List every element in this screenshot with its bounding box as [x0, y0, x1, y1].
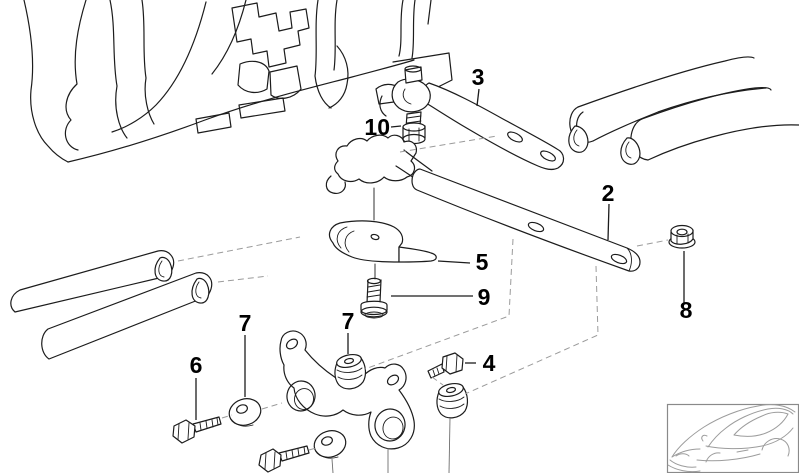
callout-7-left[interactable]: 7: [239, 310, 252, 336]
support-plate: [279, 330, 415, 450]
callout-9[interactable]: 9: [478, 284, 491, 310]
callout-leaders: [195, 88, 685, 420]
callout-10[interactable]: 10: [364, 114, 390, 140]
clamp-upper: [325, 134, 433, 194]
callout-8[interactable]: 8: [680, 297, 693, 323]
callout-4[interactable]: 4: [483, 350, 496, 376]
callout-2[interactable]: 2: [602, 180, 615, 206]
nut-part-8: [668, 224, 696, 249]
car-inset: [666, 403, 799, 473]
bar-part-2: [411, 168, 641, 272]
clamp-part-5: [328, 187, 437, 280]
bolt-bottom: [258, 445, 310, 473]
washer-left: [228, 398, 262, 427]
car-silhouette-icon: [667, 404, 796, 473]
callout-3[interactable]: 3: [472, 64, 485, 90]
callout-6[interactable]: 6: [190, 352, 203, 378]
washer-bottom-center: [313, 430, 347, 459]
callout-7-right[interactable]: 7: [342, 308, 355, 334]
bolt-part-10: [402, 111, 426, 145]
callouts: 2 3 4 5 6 7 7 8 9 10: [190, 64, 693, 378]
bolt-part-9: [360, 277, 388, 319]
bolt-part-4: [427, 352, 464, 379]
engine-gearbox-sketch: [23, 0, 453, 163]
bracket-part-3: [391, 65, 565, 171]
alignment-guides: [177, 135, 669, 473]
rubber-mount-center: [334, 353, 367, 390]
callout-5[interactable]: 5: [476, 249, 489, 275]
bolt-part-6: [172, 416, 222, 444]
rubber-mount-right: [436, 382, 469, 419]
pipes-left: [10, 250, 213, 360]
rail-pipes-top-right: [568, 56, 799, 165]
